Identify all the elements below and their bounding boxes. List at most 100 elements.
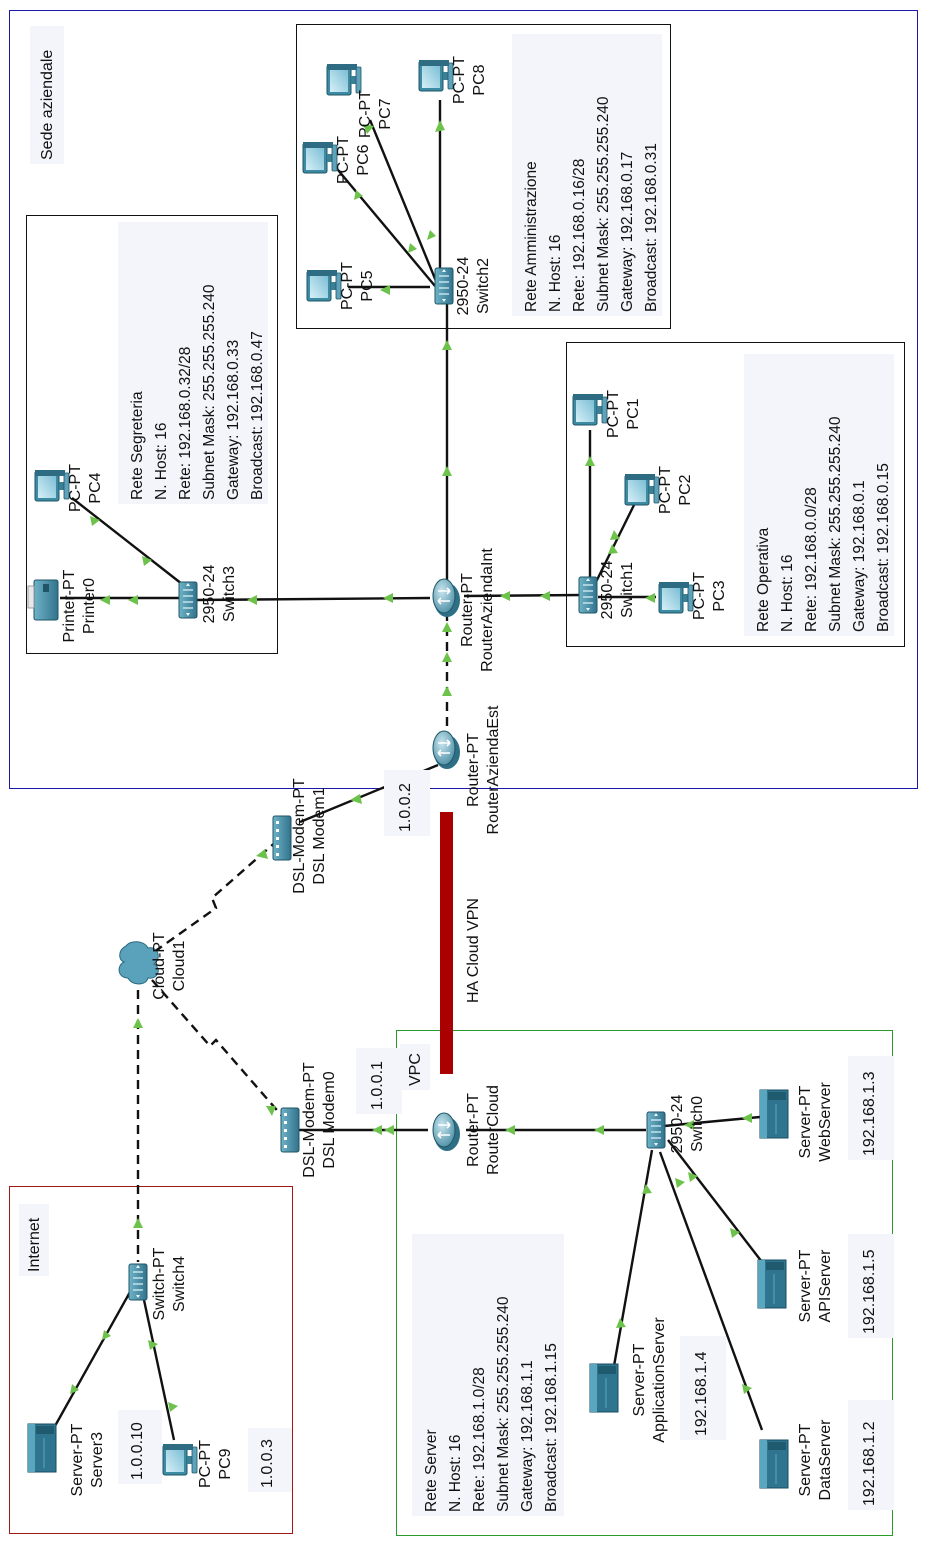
device-type: Server-PT [797,1085,814,1158]
note-line: Gateway: 192.168.1.1 [519,1360,536,1512]
device-pc7[interactable]: PC-PT PC7 [326,63,394,138]
device-printer0[interactable]: Printer-PT Printer0 [27,569,98,642]
device-name: PC2 [677,474,694,505]
server-icon [759,1089,789,1139]
note-line: N. Host: 16 [447,1434,464,1512]
device-name: RouterAziendaEst [485,705,502,835]
device-apiserver[interactable]: Server-PT APIServer [757,1249,834,1323]
device-name: APIServer [817,1249,834,1323]
device-pc3[interactable]: PC-PT PC3 [658,572,728,620]
pc-icon [658,581,694,614]
vpc-label: VPC [407,1053,424,1086]
internet-area-label: Internet [19,1204,49,1276]
device-type: Router-PT [459,573,476,647]
device-switch4[interactable]: Switch-PT Switch4 [128,1247,188,1320]
pc-icon [326,63,362,96]
note-line: Subnet Mask: 255.255.255.240 [595,96,612,312]
device-pc9[interactable]: PC-PT PC9 [162,1440,234,1488]
device-pc4[interactable]: PC-PT PC4 [34,464,104,512]
device-pc1[interactable]: PC-PT PC1 [572,390,642,438]
device-pc2[interactable]: PC-PT PC2 [624,466,694,514]
router-icon [432,1112,461,1152]
note-line: Rete: 192.168.0.32/28 [177,347,194,500]
note-line: Gateway: 192.168.0.33 [225,340,242,500]
operativa-area [566,342,905,647]
device-server3[interactable]: Server-PT Server3 [27,1423,106,1496]
device-type: Server-PT [69,1423,86,1496]
ip-apiserver: 192.168.1.5 [861,1249,878,1334]
device-name: PC4 [87,472,104,503]
device-name: Switch1 [619,562,636,618]
device-name: PC7 [377,98,394,129]
note-line: Gateway: 192.168.0.17 [619,152,636,312]
device-name: Switch4 [171,1256,188,1312]
device-name: PC3 [711,580,728,611]
device-router-est[interactable]: Router-PT RouterAziendaEst [432,705,502,835]
note-line: N. Host: 16 [153,422,170,500]
note-server: Rete Server N. Host: 16 Rete: 192.168.1.… [412,1234,564,1516]
device-name: ApplicationServer [651,1317,668,1443]
device-name: Server3 [89,1432,106,1488]
device-switch0[interactable]: 2950-24 Switch0 [646,1095,706,1154]
note-segreteria: Rete Segreteria N. Host: 16 Rete: 192.16… [118,222,268,504]
ip-labels: 1.0.0.2 1.0.0.1 1.0.0.10 1.0.0.3 192.168… [118,770,894,1510]
device-type: 2950-24 [201,565,218,624]
ip-server3: 1.0.0.10 [129,1422,146,1480]
sede-area-label: Sede aziendale [30,26,64,164]
device-router-cloud[interactable]: Router-PT RouterCloud [432,1085,502,1175]
device-name: PC6 [355,144,372,175]
device-type: DSL-Modem-PT [291,778,308,894]
device-name: Switch0 [689,1096,706,1152]
note-amministrazione: Rete Amministrazione N. Host: 16 Rete: 1… [512,34,662,316]
device-switch3[interactable]: 2950-24 Switch3 [178,565,238,624]
ip-modem0: 1.0.0.1 [369,1061,386,1110]
ip-webserver: 192.168.1.3 [861,1071,878,1156]
switch-icon [178,581,198,619]
device-type: PC-PT [67,464,84,512]
device-name: PC5 [359,270,376,301]
note-line: Rete Server [423,1429,440,1512]
switch-icon [128,1263,148,1301]
sede-area [9,10,918,789]
device-switch2[interactable]: 2950-24 Switch2 [434,257,492,316]
device-pc5[interactable]: PC-PT PC5 [306,262,376,310]
ip-modem1: 1.0.0.2 [397,783,414,832]
device-dataserver[interactable]: Server-PT DataServer [759,1419,834,1501]
server-icon [27,1423,57,1473]
device-type: Switch-PT [151,1247,168,1320]
device-name: Cloud1 [171,941,188,992]
device-switch1[interactable]: 2950-24 Switch1 [578,561,636,620]
device-type: Router-PT [465,733,482,807]
device-name: Switch3 [221,566,238,622]
note-line: Rete Amministrazione [523,161,540,312]
device-type: DSL-Modem-PT [301,1062,318,1178]
device-modem1[interactable]: DSL-Modem-PT DSL Modem1 [272,778,328,894]
device-router-int[interactable]: Router-PT RouterAziendaInt [432,548,496,672]
switch-icon [646,1111,666,1149]
device-name: PC9 [217,1448,234,1479]
note-line: Rete Segreteria [129,391,146,500]
device-type: PC-PT [657,466,674,514]
ip-appserver: 192.168.1.4 [693,1351,710,1436]
router-icon [432,578,461,618]
device-name: PC1 [625,398,642,429]
note-line: Rete Operativa [755,527,772,632]
device-webserver[interactable]: Server-PT WebServer [759,1081,834,1162]
device-cloud1[interactable]: Cloud-PT Cloud1 [118,932,188,1000]
vpn-tunnel-link [440,812,453,1074]
device-name: WebServer [817,1081,834,1161]
device-pc6[interactable]: PC-PT PC6 [302,136,372,184]
device-modem0[interactable]: DSL-Modem-PT DSL Modem0 [280,1062,338,1178]
vpc-area-label: VPC [400,1044,430,1090]
device-type: Router-PT [465,1093,482,1167]
device-name: DSL Modem1 [311,787,328,884]
device-name: RouterCloud [485,1085,502,1175]
device-pc8[interactable]: PC-PT PC8 [418,56,488,104]
segreteria-area [26,215,278,654]
note-line: Broadcast: 192.168.0.15 [875,463,892,632]
device-type: PC-PT [335,136,352,184]
device-appserver[interactable]: Server-PT ApplicationServer [589,1317,668,1443]
note-line: Rete: 192.168.1.0/28 [471,1367,488,1512]
dsl-modem-icon [272,815,292,861]
